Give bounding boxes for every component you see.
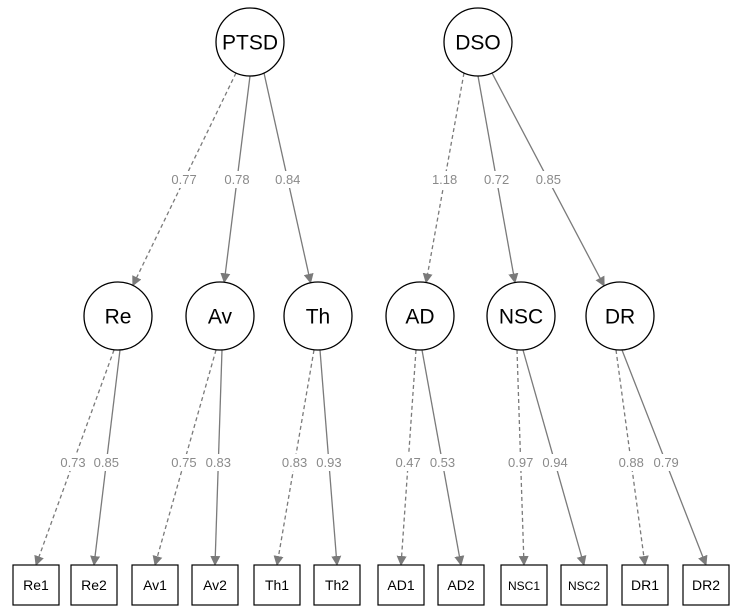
loading-label-ptsd-re: 0.77 [171, 172, 196, 187]
loading-label-bg [313, 454, 344, 471]
loading-label-dso-dr: 0.85 [536, 172, 561, 187]
observed-label-th1: Th1 [265, 577, 289, 593]
observed-label-nsc1: NSC1 [508, 579, 540, 593]
latent-node-dso [443, 7, 513, 77]
loading-label-av-av2: 0.83 [206, 455, 231, 470]
observed-label-th2: Th2 [325, 577, 349, 593]
loading-label-bg [169, 171, 200, 188]
path-edge-th-th1 [273, 349, 315, 566]
loading-label-bg [91, 454, 122, 471]
loading-label-bg [616, 454, 647, 471]
observed-node-ad1 [377, 564, 425, 606]
loading-label-bg [279, 454, 310, 471]
loading-label-dso-nsc: 0.72 [484, 172, 509, 187]
loading-label-dr-dr2: 0.79 [653, 455, 678, 470]
loading-label-re-re2: 0.85 [94, 455, 119, 470]
loading-label-re-re1: 0.73 [60, 455, 85, 470]
latent-label-av: Av [208, 306, 233, 329]
observed-node-dr1 [621, 564, 669, 606]
latent-label-ptsd: PTSD [222, 32, 278, 55]
loading-label-dso-ad: 1.18 [432, 172, 457, 187]
latent-label-nsc: NSC [499, 306, 543, 329]
loading-label-bg [272, 171, 303, 188]
loading-label-th-th2: 0.93 [316, 455, 341, 470]
loading-label-th-th1: 0.83 [282, 455, 307, 470]
loading-label-ptsd-th: 0.84 [275, 172, 300, 187]
observed-node-nsc2 [560, 564, 608, 606]
loading-label-bg [505, 454, 536, 471]
loading-label-dr-dr1: 0.88 [619, 455, 644, 470]
observed-node-av2 [191, 564, 239, 606]
loading-label-bg [222, 171, 252, 188]
observed-label-ad1: AD1 [387, 577, 414, 593]
loading-label-bg [393, 454, 424, 471]
observed-label-dr1: DR1 [631, 577, 659, 593]
latent-node-ad [385, 281, 455, 351]
observed-label-ad2: AD2 [447, 577, 474, 593]
observed-node-dr2 [682, 564, 730, 606]
path-edge-av-av1 [152, 349, 217, 566]
latent-label-dso: DSO [455, 32, 501, 55]
loading-label-ad-ad2: 0.53 [430, 455, 455, 470]
diagram-nodes: PTSD DSO Re Av Th AD NSC DR Re1 Re2 Av1 Av2 Th1 Th2 AD… [12, 7, 730, 606]
path-loading-labels: 0.77 0.78 0.84 1.18 0.72 0.85 0.73 0.85 0.75 0.83… [58, 171, 682, 471]
observed-node-th1 [253, 564, 301, 606]
loading-label-bg [427, 454, 458, 471]
latent-label-ad: AD [405, 306, 434, 329]
observed-label-nsc2: NSC2 [568, 579, 600, 593]
latent-node-th [283, 281, 353, 351]
loading-label-bg [481, 171, 512, 188]
latent-node-nsc [486, 281, 556, 351]
loading-label-bg [203, 454, 234, 471]
latent-label-th: Th [306, 306, 331, 329]
loading-label-bg [168, 454, 199, 471]
observed-node-nsc1 [500, 564, 548, 606]
loading-label-nsc-nsc2: 0.94 [542, 455, 567, 470]
loading-label-nsc-nsc1: 0.97 [508, 455, 533, 470]
latent-node-ptsd [215, 7, 285, 77]
observed-label-av1: Av1 [143, 577, 167, 593]
path-edge-ptsd-re [132, 72, 237, 287]
observed-node-ad2 [437, 564, 485, 606]
latent-node-re [83, 281, 153, 351]
loading-label-av-av1: 0.75 [171, 455, 196, 470]
loading-label-bg [429, 171, 460, 188]
loading-label-ad-ad1: 0.47 [395, 455, 420, 470]
observed-label-re2: Re2 [81, 577, 107, 593]
loading-label-bg [540, 454, 571, 471]
observed-label-re1: Re1 [23, 577, 49, 593]
latent-node-av [185, 281, 255, 351]
observed-node-av1 [131, 564, 179, 606]
latent-label-re: Re [105, 306, 132, 329]
loading-label-bg [533, 171, 564, 188]
latent-node-dr [585, 281, 655, 351]
loading-label-bg [58, 454, 89, 471]
loading-label-bg [651, 454, 682, 471]
observed-label-dr2: DR2 [692, 577, 720, 593]
observed-node-re2 [70, 564, 118, 606]
observed-node-th2 [313, 564, 361, 606]
observed-node-re1 [12, 564, 60, 606]
loading-label-ptsd-av: 0.78 [224, 172, 249, 187]
latent-label-dr: DR [605, 306, 635, 329]
observed-label-av2: Av2 [203, 577, 227, 593]
